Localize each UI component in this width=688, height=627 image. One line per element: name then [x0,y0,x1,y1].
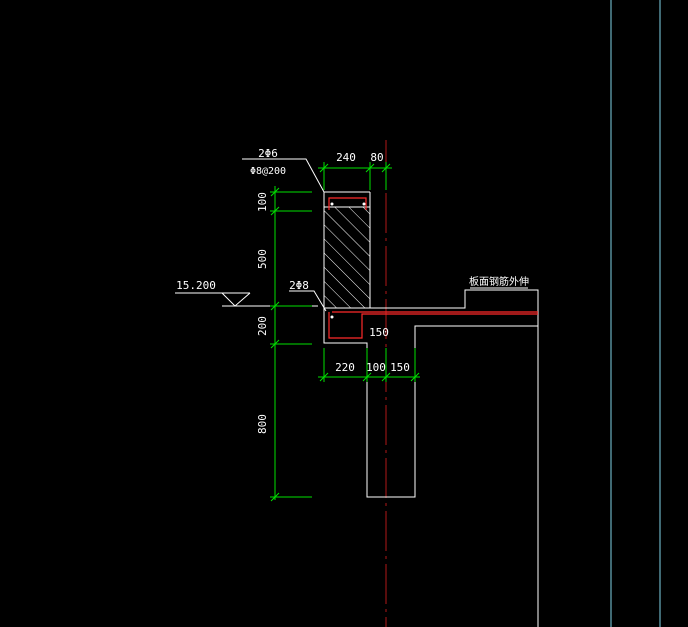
dimension-left [270,186,312,502]
dim-bottom-2: 100 [366,361,386,374]
rebar-lines [328,197,538,339]
viewport-border [610,0,661,627]
dim-top-2: 80 [370,151,383,164]
label-stirrups: Φ8@200 [250,166,286,177]
dim-bottom-1: 220 [335,361,355,374]
note-slab-rebar: 板面钢筋外伸 [469,275,529,288]
dim-left-1: 100 [256,192,269,212]
rebar-dot [330,202,334,206]
dimension-bottom [318,348,420,382]
dim-bottom-3: 150 [390,361,410,374]
dim-left-4: 800 [256,414,269,434]
dimension-top [318,162,392,190]
label-top-bars: 2Φ6 [258,147,278,160]
dim-top-1: 240 [336,151,356,164]
elevation-label: 15.200 [176,279,216,292]
label-corner-bars: 2Φ8 [289,279,309,292]
leader-lines [242,158,327,312]
rebar-dot [362,202,366,206]
dim-slab: 150 [369,326,389,339]
dim-left-2: 500 [256,249,269,269]
rebar-dot [330,315,334,319]
dim-left-3: 200 [256,316,269,336]
hatched-masonry [323,206,371,309]
